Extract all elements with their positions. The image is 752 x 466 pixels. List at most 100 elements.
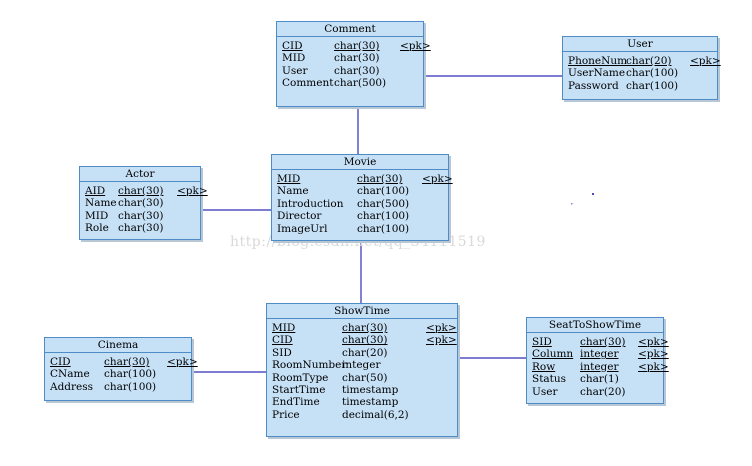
attribute-key: <pk>	[638, 336, 669, 348]
attribute-type: char(100)	[357, 210, 410, 223]
attribute-type: char(100)	[626, 67, 679, 80]
entity-title: Comment	[277, 22, 423, 37]
attribute-name: RoomType	[272, 371, 329, 384]
attribute-name: AID	[85, 185, 106, 197]
attribute-row: Column integer <pk>	[532, 348, 669, 361]
attribute-type: char(500)	[334, 77, 387, 90]
attribute-key: <pk>	[400, 40, 431, 52]
attribute-type: char(30)	[334, 52, 380, 65]
attribute-type: char(30)	[334, 64, 380, 77]
attribute-type: char(30)	[580, 336, 626, 348]
attribute-name: SID	[532, 336, 552, 348]
attribute-name: Password	[568, 79, 619, 92]
stray-dot	[571, 203, 573, 205]
attribute-row: CID char(30) <pk>	[282, 40, 431, 52]
attribute-name: CName	[50, 368, 90, 381]
stray-dot	[592, 193, 594, 195]
entity-title: Movie	[272, 155, 448, 170]
attribute-name: MID	[282, 52, 306, 65]
attribute-name: Column	[532, 348, 574, 361]
attribute-row: SID char(20)	[272, 347, 452, 359]
attribute-row: Status char(1)	[532, 373, 658, 385]
attribute-row: User char(30)	[282, 65, 418, 77]
attribute-type: char(1)	[580, 373, 619, 386]
attribute-type: char(100)	[104, 380, 157, 393]
attribute-key: <pk>	[167, 356, 198, 368]
attribute-name: Row	[532, 360, 556, 373]
attribute-type: char(30)	[334, 40, 380, 52]
attribute-type: char(100)	[357, 185, 410, 198]
attribute-type: char(50)	[342, 371, 388, 384]
attribute-type: char(500)	[357, 197, 410, 210]
attribute-type: timestamp	[342, 396, 399, 409]
attribute-type: char(30)	[342, 334, 388, 347]
attribute-key: <pk>	[426, 334, 457, 347]
attribute-name: CID	[282, 40, 303, 52]
attribute-type: char(20)	[580, 385, 626, 398]
attribute-name: Name	[277, 185, 309, 198]
attribute-type: integer	[580, 348, 619, 361]
attribute-key: <pk>	[638, 348, 669, 361]
attribute-row: MID char(30) <pk>	[277, 173, 453, 185]
attribute-type: char(30)	[357, 173, 403, 185]
attribute-key: <pk>	[422, 173, 453, 185]
attribute-type: timestamp	[342, 383, 399, 396]
attribute-name: Director	[277, 210, 322, 223]
attribute-name: Address	[50, 380, 94, 393]
attribute-row: Row integer <pk>	[532, 360, 669, 373]
attribute-type: char(30)	[118, 222, 164, 235]
attribute-key: <pk>	[690, 55, 721, 67]
attribute-name: MID	[272, 322, 296, 334]
attribute-name: MID	[85, 209, 109, 222]
attribute-name: EndTime	[272, 396, 320, 409]
attribute-row: AID char(30) <pk>	[85, 185, 208, 197]
attribute-name: UserName	[568, 67, 626, 80]
attribute-row: Introduction char(500)	[277, 198, 443, 210]
attribute-name: CID	[50, 356, 71, 368]
attribute-row: CID char(30) <pk>	[50, 356, 198, 368]
attribute-type: char(100)	[626, 79, 679, 92]
attribute-row: EndTime timestamp	[272, 396, 452, 408]
attribute-name: Name	[85, 197, 117, 210]
attribute-name: MID	[277, 173, 301, 185]
attribute-name: Status	[532, 373, 567, 386]
attribute-type: integer	[580, 360, 619, 373]
attribute-row: MID char(30)	[282, 52, 418, 64]
attribute-name: User	[282, 64, 308, 77]
entity-title: ShowTime	[267, 304, 457, 319]
attribute-name: SID	[272, 346, 292, 359]
attribute-name: Introduction	[277, 197, 344, 210]
attribute-type: char(30)	[104, 356, 150, 368]
attribute-row: SID char(30) <pk>	[532, 336, 669, 348]
attribute-key: <pk>	[177, 185, 208, 197]
entity-title: Actor	[80, 167, 200, 182]
attribute-name: PhoneNum	[568, 55, 628, 67]
entity-title: SeatToShowTime	[527, 318, 663, 333]
attribute-type: char(20)	[342, 346, 388, 359]
attribute-key: <pk>	[638, 360, 669, 373]
attribute-type: char(30)	[118, 185, 164, 197]
attribute-row: Address char(100)	[50, 381, 186, 393]
attribute-name: RoomNumber	[272, 359, 347, 372]
